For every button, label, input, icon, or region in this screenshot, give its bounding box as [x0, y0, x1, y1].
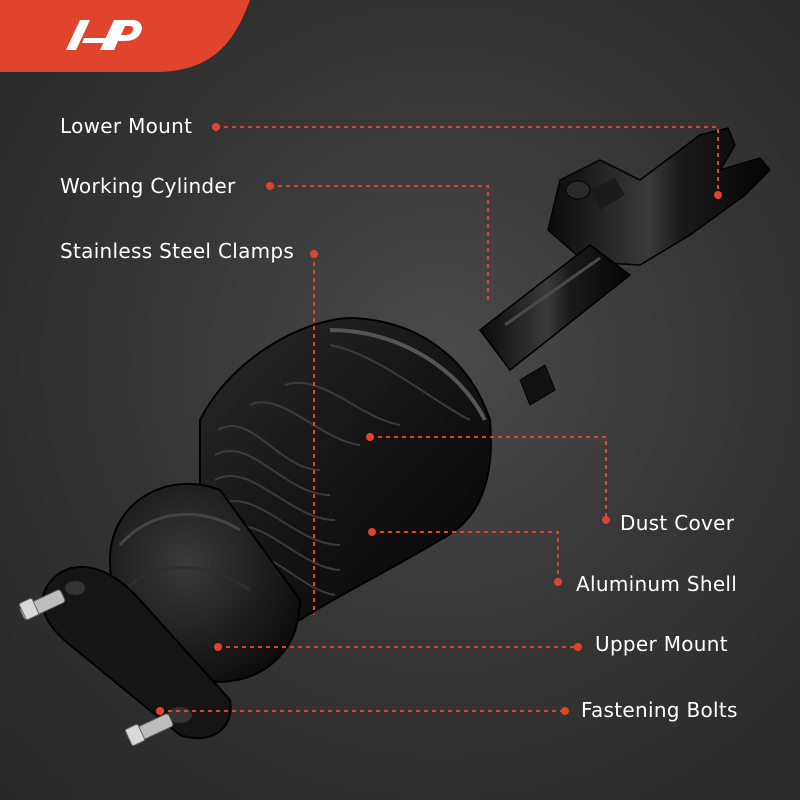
- fastening-bolt: [125, 713, 174, 746]
- label-lower-mount: Lower Mount: [60, 114, 193, 138]
- leader-dust-cover: [370, 436, 607, 520]
- brand-logo-icon: [66, 20, 142, 50]
- leader-working-cylinder: [270, 185, 489, 300]
- strut-cylinder: [478, 244, 632, 406]
- label-stainless-steel-clamps: Stainless Steel Clamps: [60, 239, 295, 263]
- fastening-bolt: [19, 589, 66, 621]
- label-aluminum-shell: Aluminum Shell: [576, 572, 738, 596]
- leader-lines: [160, 126, 719, 712]
- label-dust-cover: Dust Cover: [620, 511, 735, 535]
- label-fastening-bolts: Fastening Bolts: [581, 698, 738, 722]
- leader-dots: [156, 123, 722, 715]
- leader-aluminum-shell: [372, 531, 559, 582]
- lower-mount-bracket: [547, 127, 772, 266]
- brand-logo-tab: [0, 0, 250, 72]
- leader-lower-mount: [216, 126, 719, 195]
- air-spring-bellows: [199, 316, 492, 629]
- label-working-cylinder: Working Cylinder: [60, 174, 236, 198]
- label-upper-mount: Upper Mount: [595, 632, 728, 656]
